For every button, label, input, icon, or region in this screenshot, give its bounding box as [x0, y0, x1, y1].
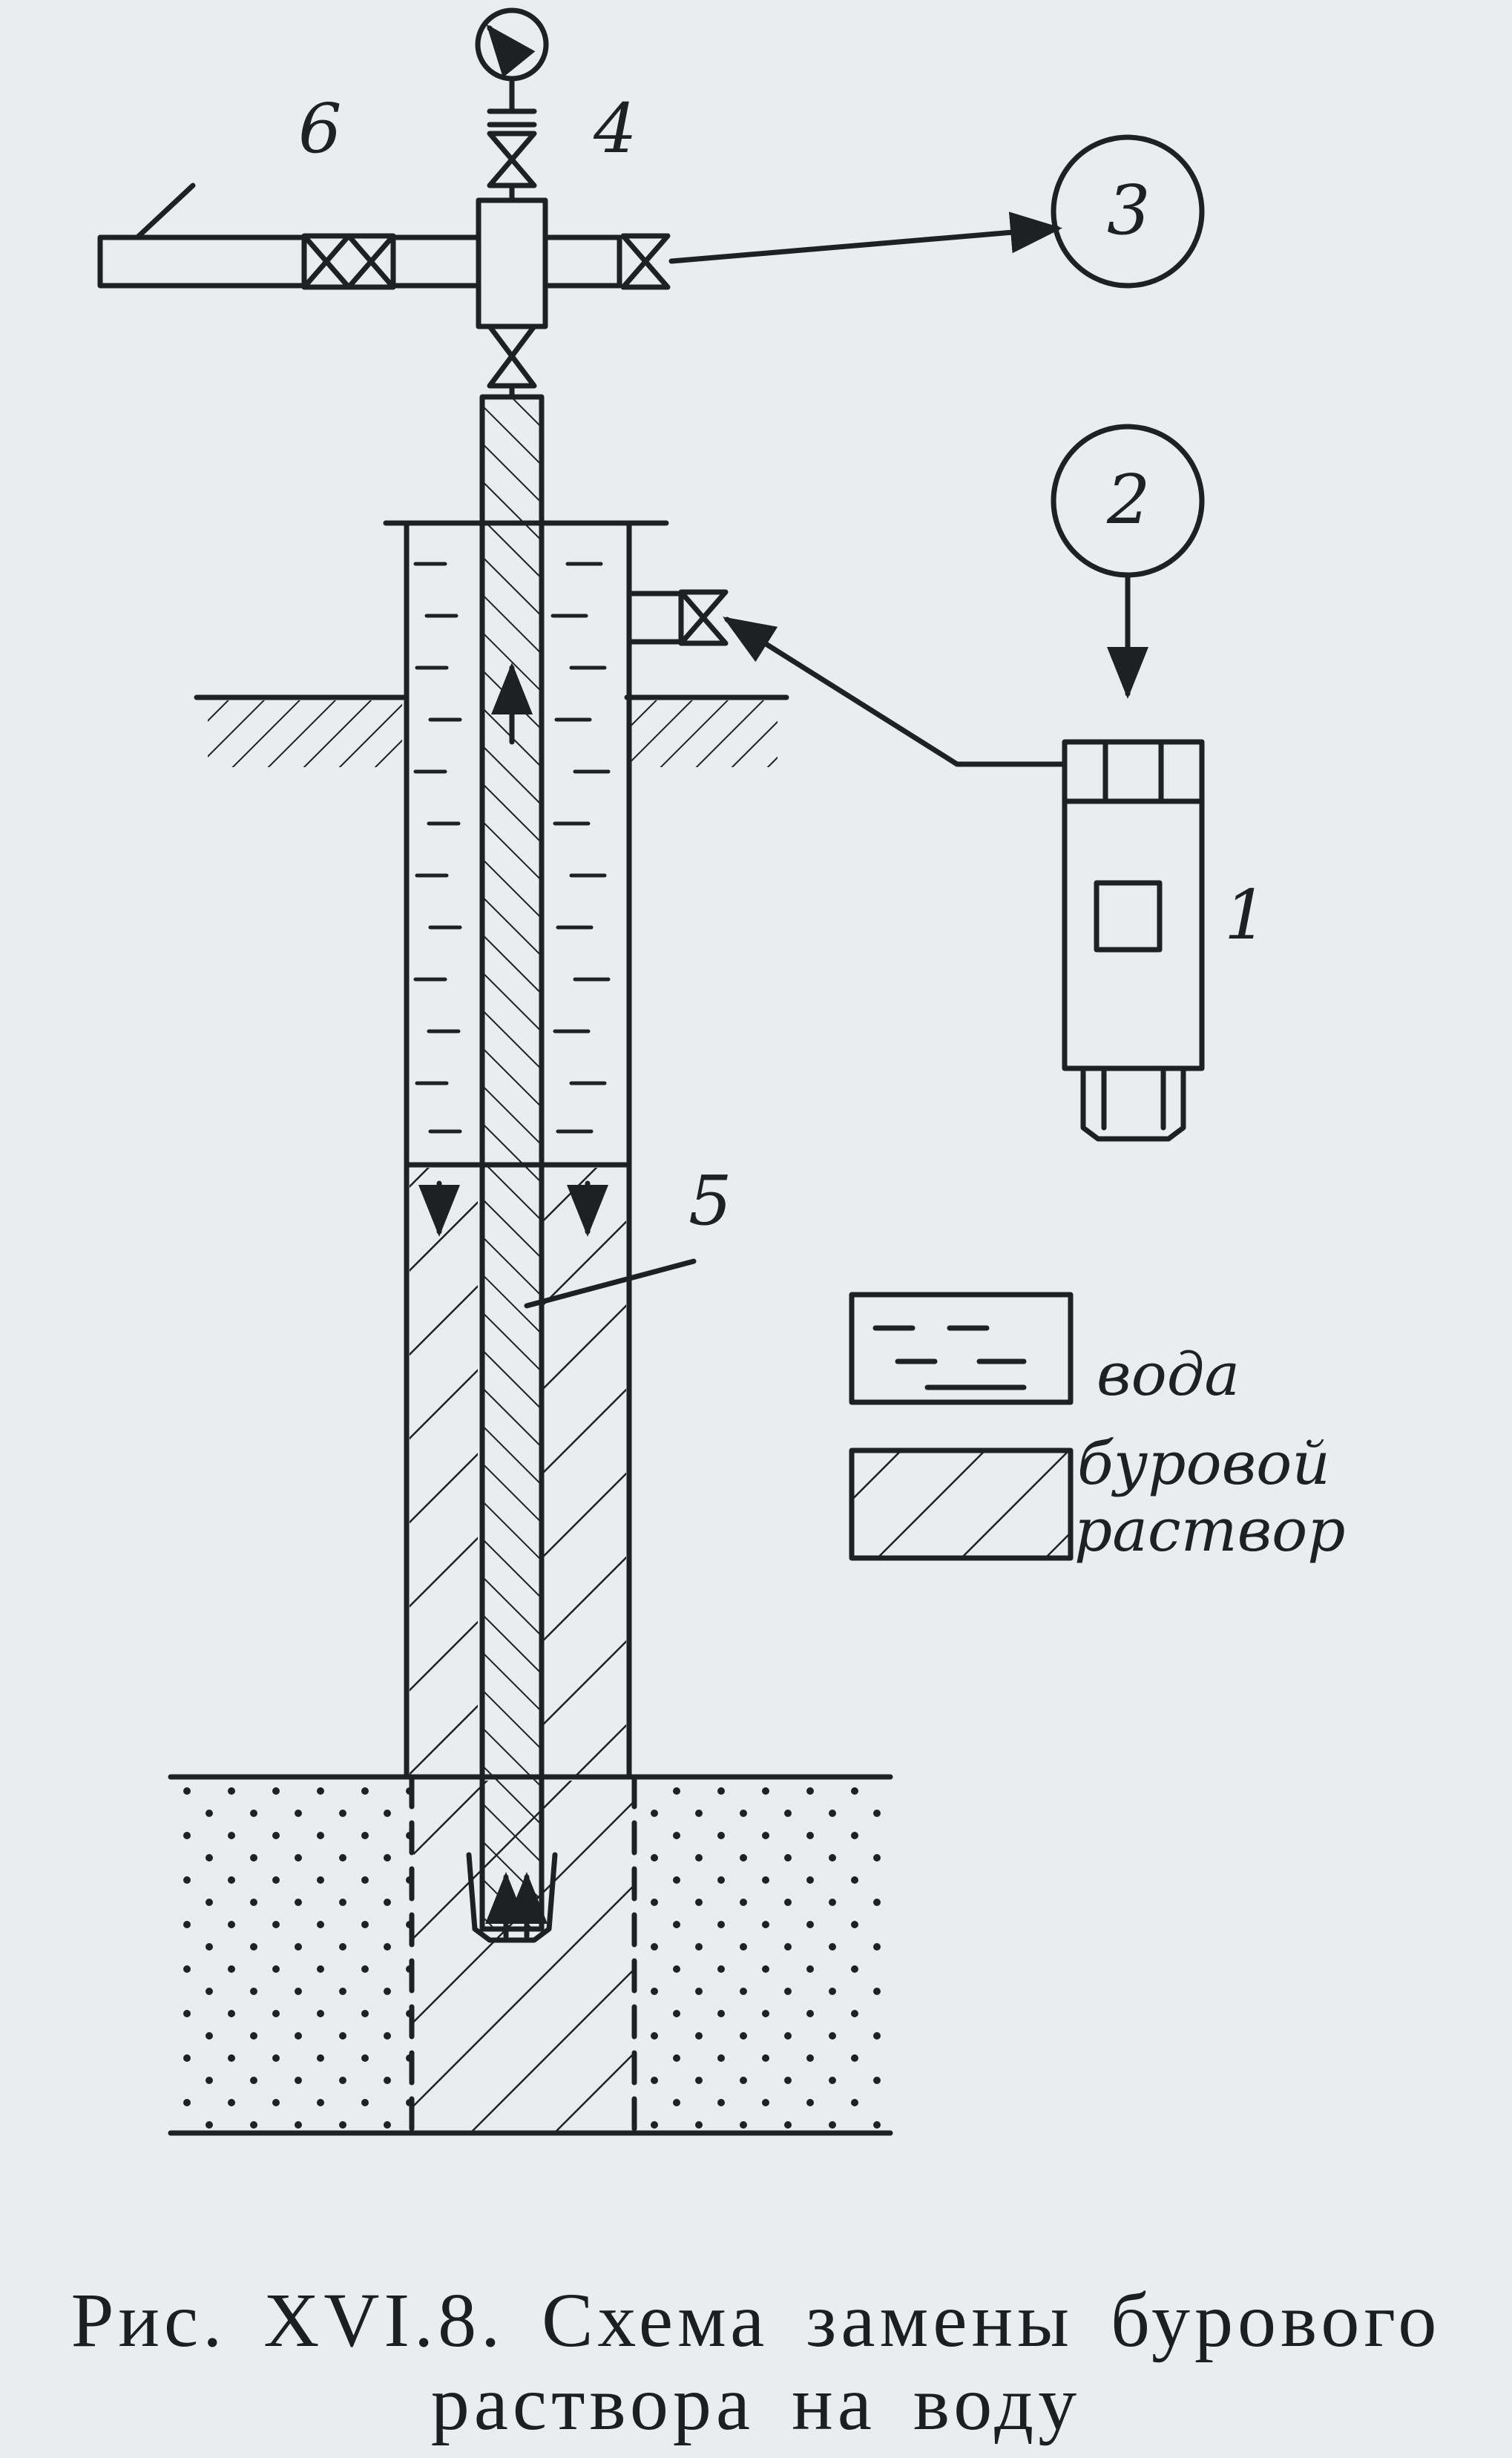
pumping-unit	[1062, 739, 1205, 1142]
water-dashes	[413, 562, 611, 1134]
legend-mud-label-line2: раствор	[1074, 1496, 1346, 1565]
label-5: 5	[688, 1161, 732, 1240]
tubing-leader-line	[524, 1258, 697, 1309]
casing-side-inlet	[626, 589, 1068, 767]
sand-formation	[168, 1774, 893, 2136]
casing-column	[383, 520, 669, 1780]
figure-caption-line2: раствора на воду	[430, 2361, 1082, 2446]
ground-surface	[194, 694, 789, 767]
legend-mud-swatch	[849, 1447, 1074, 1561]
legend-water-swatch	[849, 1292, 1074, 1405]
label-6: 6	[298, 89, 342, 168]
legend-water-label: вода	[1097, 1340, 1240, 1409]
tubing-string	[466, 394, 558, 1943]
label-1: 1	[1224, 875, 1268, 955]
label-3: 3	[1107, 171, 1151, 250]
label-2: 2	[1106, 460, 1151, 539]
line-to-tank-3	[668, 211, 1062, 264]
pressure-gauge-icon	[475, 7, 549, 82]
legend-mud-label-line1: буровой	[1077, 1429, 1330, 1498]
legend	[849, 1292, 1074, 1561]
figure-caption-line1: Рис. XVI.8. Схема замены бурового	[70, 2278, 1442, 2363]
label-4: 4	[593, 89, 637, 168]
outlet-pipe	[97, 183, 307, 289]
wellhead-assembly	[301, 79, 671, 400]
tank-3-circle	[1051, 134, 1205, 289]
annulus-flow-arrows	[418, 1180, 608, 1237]
